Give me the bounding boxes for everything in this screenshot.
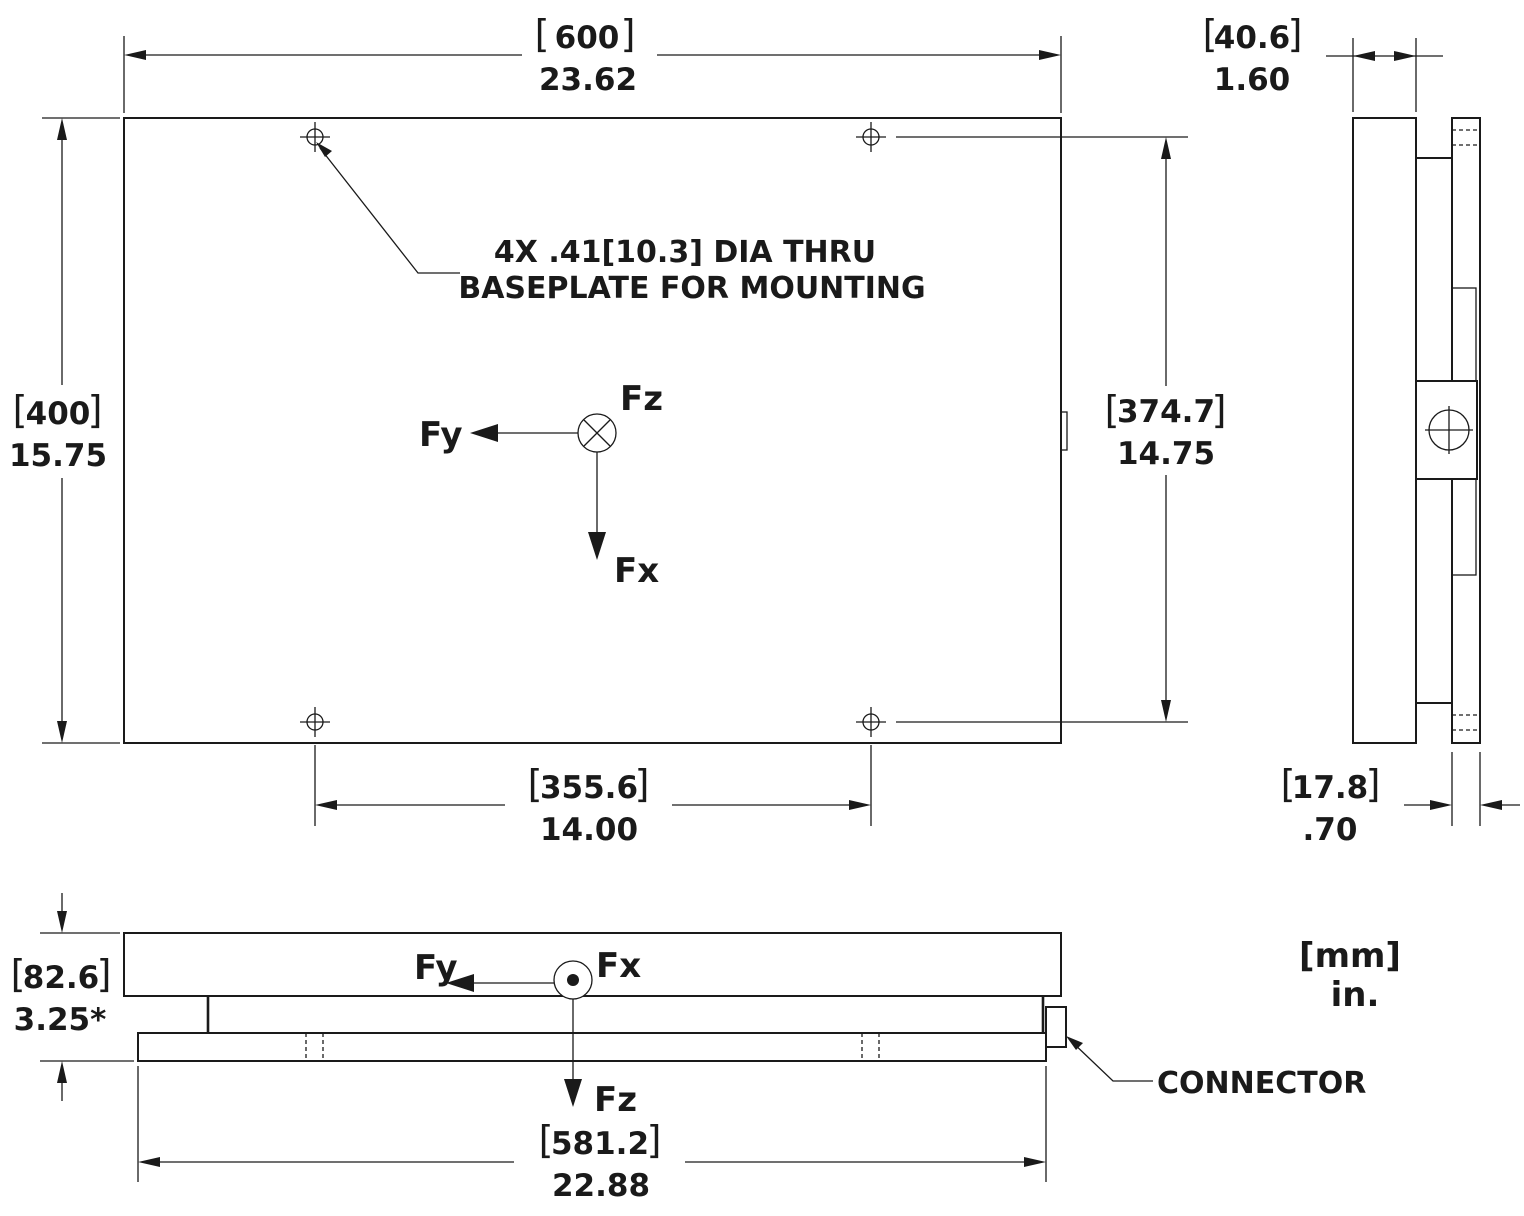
dim-base-len-in: 22.88	[552, 1168, 650, 1204]
svg-text:[: [	[1281, 762, 1296, 806]
mounting-hole-bl	[300, 707, 330, 737]
front-base-plate	[137, 1032, 1047, 1062]
dim-base-length: [ ] 581.2 22.88	[137, 1066, 1047, 1204]
dim-width-mm: 600	[555, 20, 620, 56]
dim-hole-y: [ ] 374.7 14.75	[896, 136, 1227, 723]
hole-note-line2: BASEPLATE FOR MOUNTING	[458, 271, 925, 306]
svg-text:[: [	[528, 762, 543, 806]
top-fz-label: Fz	[620, 379, 663, 419]
svg-text:[: [	[1203, 12, 1218, 56]
front-fy-label: Fy	[414, 948, 458, 988]
dim-hole-y-mm: 374.7	[1117, 394, 1215, 430]
dim-thickness-mm: 40.6	[1214, 20, 1291, 56]
side-hole-dashes	[1452, 129, 1480, 731]
hole-note-line1: 4X .41[10.3] DIA THRU	[494, 235, 876, 270]
top-fx-label: Fx	[614, 551, 659, 591]
dim-depth-mm: 400	[26, 396, 91, 432]
dim-base-in: .70	[1303, 812, 1358, 848]
dim-thickness: [ ] 40.6 1.60	[1203, 12, 1443, 112]
dim-height-mm: 82.6	[23, 960, 100, 996]
hole-note-leader	[319, 147, 460, 274]
svg-text:]: ]	[1212, 388, 1227, 432]
svg-text:]: ]	[1288, 12, 1303, 56]
svg-text:[: [	[13, 388, 28, 432]
dim-hole-y-in: 14.75	[1117, 436, 1215, 472]
units-legend: [mm] in.	[1299, 936, 1401, 1015]
fx-arrowhead	[588, 532, 606, 560]
svg-text:[: [	[11, 952, 26, 996]
svg-text:]: ]	[97, 952, 112, 996]
dim-width-in: 23.62	[539, 62, 637, 98]
dim-hole-x-mm: 355.6	[540, 770, 638, 806]
front-fx-label: Fx	[596, 946, 641, 986]
mounting-hole-tl	[300, 122, 330, 152]
hole-leader-arrowhead	[316, 142, 332, 157]
front-connector	[1045, 1006, 1067, 1048]
dim-depth: [ ] 400 15.75	[9, 117, 120, 744]
svg-text:[: [	[1105, 388, 1120, 432]
dim-hole-x: [ ] 355.6 14.00	[314, 745, 872, 848]
svg-text:[: [	[535, 12, 550, 56]
dim-hole-x-in: 14.00	[540, 812, 638, 848]
connector-label: CONNECTOR	[1157, 1066, 1366, 1101]
front-view: CONNECTOR Fy Fx Fz [ ] 82.6 3.25*	[11, 893, 1366, 1204]
dim-depth-in: 15.75	[9, 438, 107, 474]
connector-leader	[1069, 1039, 1153, 1082]
dim-height: [ ] 82.6 3.25*	[11, 893, 134, 1101]
svg-text:]: ]	[88, 388, 103, 432]
mounting-hole-tr	[856, 122, 886, 152]
top-force-axes: Fz Fy Fx	[419, 379, 663, 591]
top-view: 4X .41[10.3] DIA THRU BASEPLATE FOR MOUN…	[9, 12, 1226, 848]
front-top-plate	[123, 932, 1062, 997]
dim-base-mm: 17.8	[1292, 770, 1369, 806]
side-view: [ ] 40.6 1.60 [ ] 17.8 .70	[1203, 12, 1520, 848]
top-plate-outline	[123, 117, 1062, 744]
dim-base-len-mm: 581.2	[551, 1126, 649, 1162]
units-mm: [mm]	[1299, 936, 1401, 976]
front-hole-dashes	[305, 1033, 880, 1061]
dim-thickness-in: 1.60	[1214, 62, 1291, 98]
top-fy-label: Fy	[419, 415, 463, 455]
mounting-hole-br	[856, 707, 886, 737]
front-force-axes: Fy Fx Fz	[414, 946, 641, 1120]
top-connector-stub	[1060, 411, 1068, 451]
svg-text:]: ]	[647, 1118, 662, 1162]
side-top-plate	[1352, 117, 1417, 744]
svg-text:[: [	[539, 1118, 554, 1162]
fy-arrowhead	[470, 424, 498, 442]
svg-text:]: ]	[635, 762, 650, 806]
front-fz-label: Fz	[594, 1080, 637, 1120]
dim-width: [ ] 600 23.62	[123, 12, 1062, 113]
svg-text:]: ]	[1366, 762, 1381, 806]
dim-base-thickness: [ ] 17.8 .70	[1281, 752, 1520, 848]
units-in: in.	[1331, 975, 1380, 1015]
dim-height-in: 3.25*	[14, 1002, 107, 1038]
svg-text:]: ]	[621, 12, 636, 56]
